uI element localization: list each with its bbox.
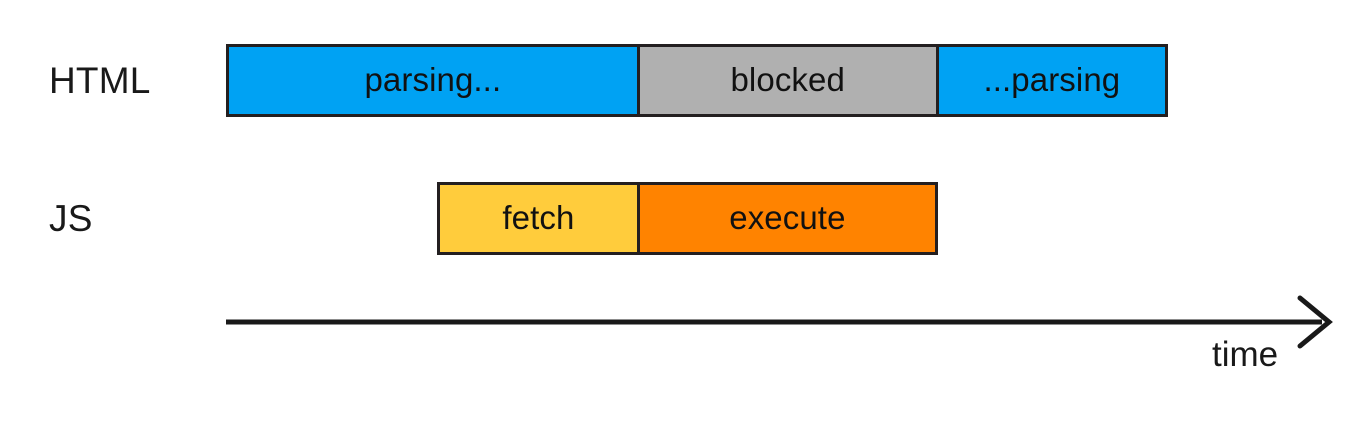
segment-html-parsing-start: parsing... [226,44,640,117]
timeline-track-js: fetch execute [437,182,938,255]
segment-html-blocked: blocked [636,44,939,117]
time-axis-arrow [226,295,1333,349]
time-axis-label: time [1212,335,1279,374]
segment-label: execute [729,199,846,236]
row-label-js: JS [49,198,93,239]
segment-html-parsing-end: ...parsing [935,44,1168,117]
segment-label: parsing... [364,61,502,98]
segment-js-execute: execute [636,182,938,255]
segment-js-fetch: fetch [437,182,640,255]
segment-label: fetch [502,199,575,236]
row-label-html: HTML [49,60,151,101]
segment-label: blocked [730,61,845,98]
segment-label: ...parsing [983,61,1121,98]
arrowhead-right-icon [1297,295,1333,349]
timeline-track-html: parsing... blocked ...parsing [226,44,1168,117]
